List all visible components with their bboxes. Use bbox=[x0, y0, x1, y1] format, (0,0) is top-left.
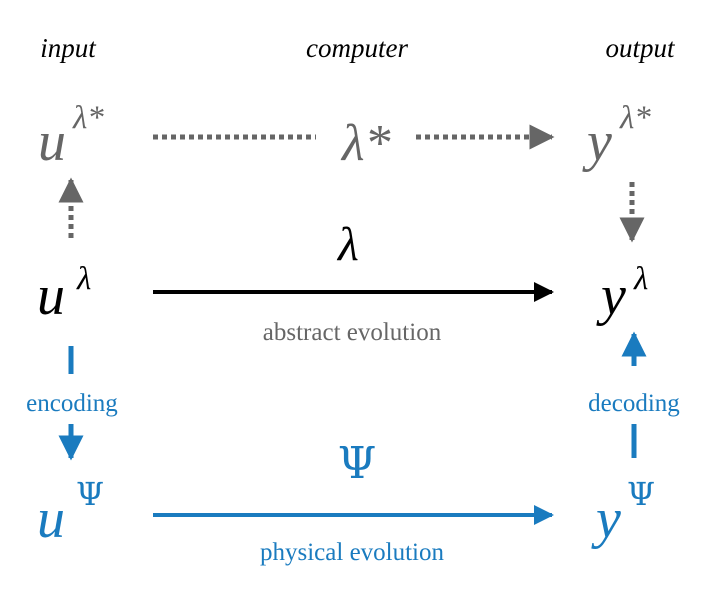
node-u-lambda-star-base: u bbox=[38, 111, 66, 173]
header-output: output bbox=[605, 33, 676, 63]
node-y-lambda-base: y bbox=[596, 265, 626, 327]
node-u-psi-sup: Ψ bbox=[76, 475, 104, 513]
node-y-lambda-star: y λ* bbox=[582, 100, 651, 173]
node-u-psi-base: u bbox=[37, 488, 65, 550]
header-input: input bbox=[40, 33, 97, 63]
caption-physical-evolution: physical evolution bbox=[260, 539, 444, 566]
label-psi: Ψ bbox=[338, 438, 377, 489]
node-lambda-star: λ* bbox=[340, 115, 391, 172]
header-computer: computer bbox=[306, 33, 408, 63]
node-u-lambda-star: u λ* bbox=[38, 100, 104, 173]
node-y-psi-base: y bbox=[591, 488, 621, 550]
node-y-lambda-star-base: y bbox=[582, 111, 612, 173]
node-y-lambda-star-sup: λ* bbox=[619, 100, 651, 136]
caption-abstract-evolution: abstract evolution bbox=[263, 319, 442, 346]
node-u-psi: u Ψ bbox=[37, 475, 104, 550]
caption-decoding: decoding bbox=[588, 390, 680, 417]
label-lambda: λ bbox=[336, 218, 359, 271]
node-u-lambda: u λ bbox=[37, 261, 91, 327]
node-y-lambda-sup: λ bbox=[633, 261, 648, 297]
node-u-lambda-sup: λ bbox=[76, 261, 91, 297]
node-u-lambda-star-sup: λ* bbox=[72, 100, 104, 136]
node-u-lambda-base: u bbox=[37, 265, 65, 327]
node-y-lambda: y λ bbox=[596, 261, 648, 327]
node-y-psi-sup: Ψ bbox=[627, 475, 655, 513]
node-y-psi: y Ψ bbox=[591, 475, 655, 550]
caption-encoding: encoding bbox=[26, 390, 118, 417]
